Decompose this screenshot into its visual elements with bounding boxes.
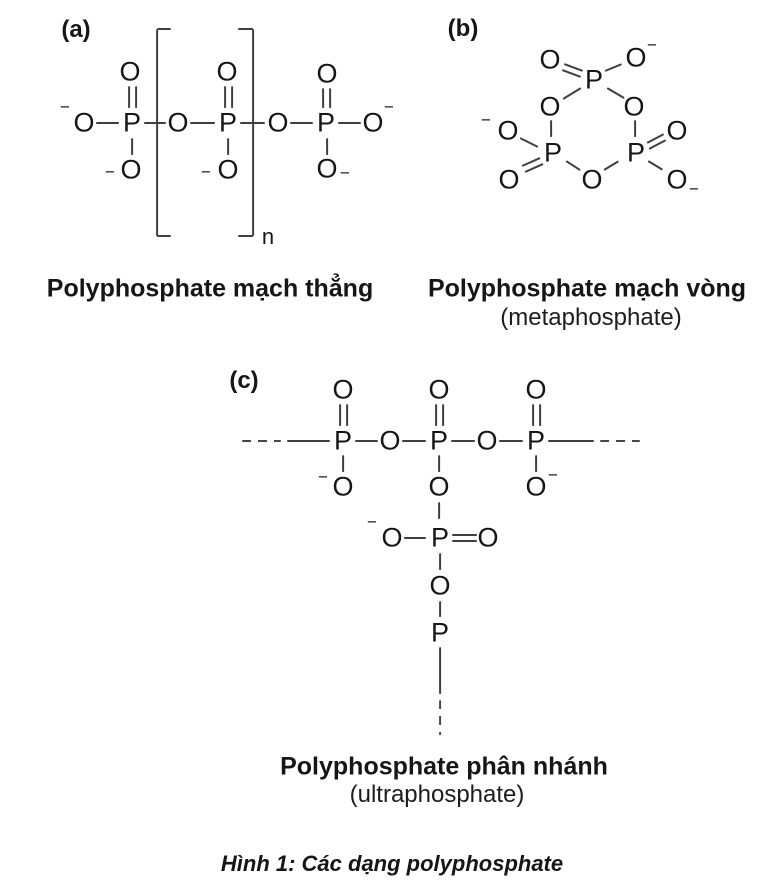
atom-O: O <box>119 56 141 87</box>
atom-O: O <box>332 471 354 502</box>
atom-P: P <box>526 425 546 456</box>
charge-minus: − <box>548 465 558 485</box>
bond <box>144 121 166 125</box>
bond <box>355 439 378 443</box>
atom-O: O <box>167 107 189 138</box>
bond-dashed <box>600 439 640 443</box>
charge-minus: − <box>647 35 657 55</box>
atom-O: O <box>73 107 95 138</box>
bond <box>534 454 538 472</box>
bond <box>441 403 444 426</box>
bond <box>338 121 361 125</box>
atom-P: P <box>430 617 450 648</box>
bond <box>96 121 119 125</box>
atom-O: O <box>623 91 645 122</box>
atom-O: O <box>381 522 403 553</box>
atom-O: O <box>316 58 338 89</box>
bond <box>190 121 215 125</box>
atom-O: O <box>625 42 647 73</box>
bond <box>438 552 442 570</box>
bond <box>404 536 426 540</box>
charge-minus: − <box>105 162 115 182</box>
atom-O: O <box>498 164 520 195</box>
bond <box>538 403 541 426</box>
bond <box>345 403 348 426</box>
bracket-open <box>157 27 171 31</box>
atom-O: O <box>316 153 338 184</box>
charge-minus: − <box>481 110 491 130</box>
bond-dashed <box>242 439 281 443</box>
bond <box>437 454 441 472</box>
label-c-title: Polyphosphate phân nhánh <box>280 752 608 781</box>
charge-minus: − <box>689 179 699 199</box>
bond <box>341 454 345 472</box>
bond <box>452 533 477 537</box>
charge-minus: − <box>340 163 350 183</box>
bond <box>451 439 475 443</box>
bond <box>437 501 441 519</box>
atom-O: O <box>217 154 239 185</box>
atom-O: O <box>666 164 688 195</box>
atom-P: P <box>218 107 238 138</box>
atom-O: O <box>362 107 384 138</box>
bond <box>548 439 594 443</box>
bond <box>290 121 313 125</box>
bond <box>452 539 477 543</box>
bond <box>531 403 534 426</box>
panel-label-c: (c) <box>229 367 259 394</box>
atom-O: O <box>525 374 547 405</box>
atom-O: O <box>525 471 547 502</box>
bracket-close <box>238 27 253 31</box>
charge-minus: − <box>201 162 211 182</box>
atom-O: O <box>332 374 354 405</box>
charge-minus: − <box>60 97 70 117</box>
atom-O: O <box>476 425 498 456</box>
charge-minus: − <box>318 467 328 487</box>
panel-label-b: (b) <box>447 15 479 42</box>
bond <box>434 403 437 426</box>
atom-P: P <box>429 425 449 456</box>
atom-O: O <box>429 570 451 601</box>
bond <box>438 600 442 617</box>
bond-dashed <box>438 699 442 735</box>
atom-O: O <box>477 522 499 553</box>
atom-O: O <box>497 115 519 146</box>
label-b-title: Polyphosphate mạch vòng <box>427 274 747 303</box>
bond <box>287 439 330 443</box>
bond <box>499 439 523 443</box>
atom-P: P <box>122 107 142 138</box>
bracket-close <box>238 234 253 238</box>
atom-P: P <box>626 137 646 168</box>
bond <box>438 646 442 694</box>
atom-P: P <box>543 137 563 168</box>
bond <box>338 403 341 426</box>
bond <box>402 439 426 443</box>
atom-P: P <box>316 107 336 138</box>
atom-O: O <box>428 374 450 405</box>
atom-O: O <box>428 471 450 502</box>
charge-minus: − <box>384 97 394 117</box>
atom-O: O <box>539 44 561 75</box>
atom-O: O <box>581 164 603 195</box>
atom-O: O <box>666 115 688 146</box>
label-a-title: Polyphosphate mạch thẳng <box>46 274 374 303</box>
atom-P: P <box>333 425 353 456</box>
atom-O: O <box>539 91 561 122</box>
panel-label-a: (a) <box>61 16 91 43</box>
charge-minus: − <box>367 512 377 532</box>
figure-caption: Hình 1: Các dạng polyphosphate <box>220 851 564 876</box>
label-b-subtitle: (metaphosphate) <box>500 304 682 331</box>
atom-O: O <box>267 107 289 138</box>
repeat-subscript-n: n <box>261 224 275 249</box>
label-c-subtitle: (ultraphosphate) <box>349 781 525 808</box>
bracket-open <box>157 234 171 238</box>
atom-O: O <box>120 154 142 185</box>
atom-P: P <box>430 522 450 553</box>
atom-O: O <box>379 425 401 456</box>
atom-P: P <box>584 64 604 95</box>
atom-O: O <box>216 56 238 87</box>
